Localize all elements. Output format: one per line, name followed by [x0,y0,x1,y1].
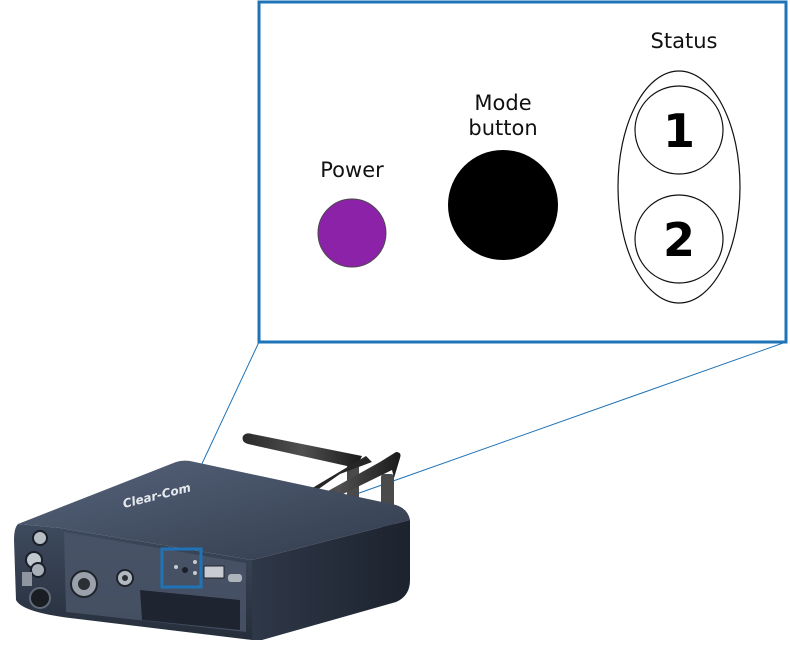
mode-button-label-line2: button [468,116,537,140]
power-label: Power [320,158,384,182]
highlight-box [160,547,203,589]
status-led-2 [634,194,724,284]
status-led-1-number: 1 [663,104,695,158]
callout-box: Power Mode button Status 1 2 [257,0,788,344]
usb-connector [203,565,225,579]
status-led-2-number: 2 [663,213,695,267]
device-led-cluster [174,560,197,575]
front-connectors [70,565,242,598]
device-unit: Clear-Com [14,433,410,640]
device-top [18,460,410,560]
left-connectors [22,530,51,609]
power-led [317,198,387,268]
status-led-1 [634,85,724,175]
mode-button [448,150,558,260]
status-label: Status [651,29,718,53]
device-side [252,520,410,640]
mode-button-label-line1: Mode [474,91,531,115]
